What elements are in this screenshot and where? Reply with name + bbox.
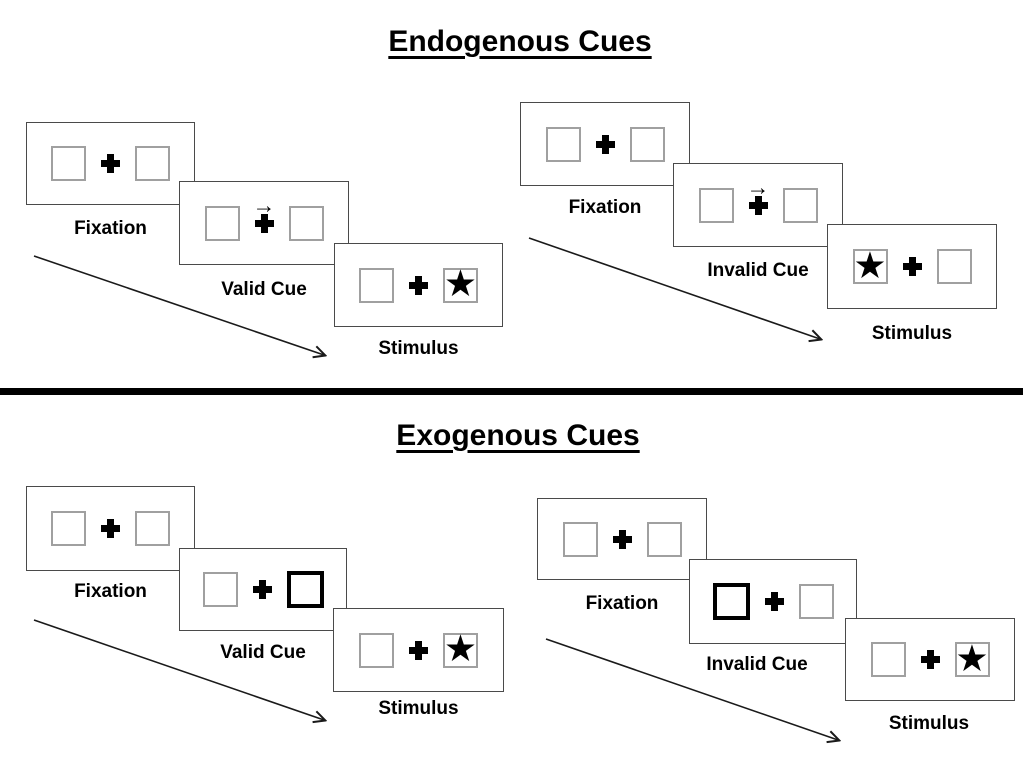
fixation-cross-icon (902, 257, 922, 276)
placeholder-box-right (135, 146, 170, 181)
placeholder-box-left (359, 632, 394, 668)
panel-label: Fixation (74, 218, 147, 239)
plus-icon (748, 195, 768, 215)
cue-arrow-icon: → (746, 173, 770, 200)
placeholder-box-right (288, 205, 324, 241)
panel-label: Stimulus (871, 323, 953, 344)
stimulus-panel: ★ (827, 224, 997, 309)
placeholder-box-left (545, 126, 581, 162)
fixation-panel (537, 498, 707, 580)
cue-highlight-box-right (286, 571, 324, 608)
plus-icon (612, 529, 632, 549)
placeholder-box-left (698, 187, 734, 223)
panel-label: Fixation (74, 581, 147, 602)
star-icon: ★ (443, 628, 478, 669)
plus-icon (902, 257, 922, 276)
stimulus-panel: ★ (334, 243, 503, 327)
star-icon: ★ (443, 263, 478, 304)
fixation-cross-icon (764, 592, 784, 611)
plus-icon (252, 580, 272, 599)
fixation-cross-icon (252, 580, 272, 599)
stimulus-panel: ★ (845, 618, 1015, 701)
cue-panel: → (673, 163, 843, 247)
fixation-cross-icon (920, 650, 940, 669)
star-icon: ★ (955, 637, 989, 679)
fixation-cross-icon (612, 529, 632, 549)
cue-panel (689, 559, 857, 644)
panel-label: Stimulus (378, 338, 459, 359)
plus-icon (254, 213, 274, 233)
target-box-right: ★ (443, 628, 478, 669)
plus-icon (409, 275, 428, 295)
target-box-left: ★ (852, 244, 888, 286)
fixation-cross-icon: → (253, 193, 276, 233)
plus-icon (101, 154, 120, 173)
cue-panel: → (179, 181, 349, 265)
fixation-cross-icon (409, 640, 428, 660)
placeholder-box-left (51, 511, 86, 546)
panel-label: Stimulus (378, 698, 459, 719)
panel-label: Fixation (568, 197, 642, 218)
placeholder-box-left (51, 146, 86, 181)
timeline-arrow-exogenous-valid (33, 619, 324, 720)
target-box-right: ★ (443, 263, 478, 304)
plus-icon (764, 592, 784, 611)
plus-icon (101, 519, 120, 538)
star-icon: ★ (853, 244, 887, 286)
fixation-cross-icon (101, 519, 120, 538)
placeholder-box-right (798, 584, 834, 619)
section-title-exogenous: Exogenous Cues (396, 419, 640, 452)
cue-highlight-box-left (712, 583, 750, 620)
placeholder-box-right (782, 187, 818, 223)
fixation-panel (26, 122, 195, 205)
panel-label: Valid Cue (220, 642, 306, 663)
placeholder-box-right (135, 511, 170, 546)
stimulus-panel: ★ (333, 608, 504, 692)
timeline-arrow-endogenous-valid (33, 255, 324, 355)
placeholder-box-left (562, 521, 598, 557)
fixation-panel (26, 486, 195, 571)
fixation-cross-icon (101, 154, 120, 173)
section-divider (0, 388, 1023, 395)
fixation-cross-icon (409, 275, 428, 295)
target-box-right: ★ (954, 637, 990, 679)
panel-label: Invalid Cue (706, 654, 808, 675)
timeline-arrow-endogenous-invalid (528, 237, 820, 339)
fixation-panel (520, 102, 690, 186)
placeholder-box-left (204, 205, 240, 241)
plus-icon (595, 134, 615, 154)
panel-label: Invalid Cue (707, 260, 809, 281)
panel-label: Fixation (585, 593, 659, 614)
panel-label: Valid Cue (221, 279, 307, 300)
cue-arrow-icon: → (252, 191, 276, 218)
placeholder-box-left (870, 642, 906, 677)
placeholder-box-left (202, 572, 238, 607)
panel-label: Stimulus (888, 713, 970, 734)
fixation-cross-icon: → (747, 175, 770, 215)
fixation-cross-icon (595, 134, 615, 154)
placeholder-box-left (359, 267, 394, 303)
cue-panel (179, 548, 347, 631)
plus-icon (920, 650, 940, 669)
placeholder-box-right (936, 249, 972, 284)
plus-icon (409, 640, 428, 660)
placeholder-box-right (629, 126, 665, 162)
placeholder-box-right (646, 521, 682, 557)
section-title-endogenous: Endogenous Cues (388, 25, 652, 58)
